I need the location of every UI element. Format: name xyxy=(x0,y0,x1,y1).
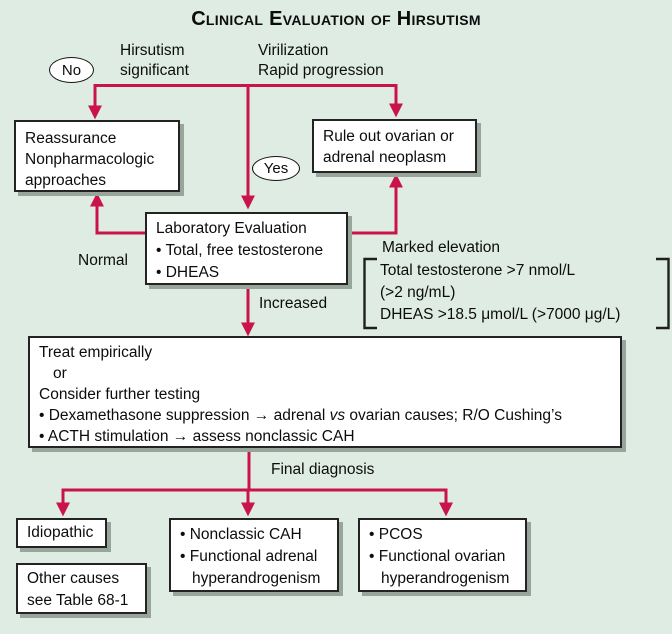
idiopathic-box: Idiopathic xyxy=(16,518,107,548)
flowchart-title: Clinical Evaluation of Hirsutism xyxy=(191,8,481,30)
arrow-marked-elevation-path xyxy=(348,173,403,235)
final-diagnosis-label: Final diagnosis xyxy=(271,461,375,478)
laboratory-box: Laboratory Evaluation • Total, free test… xyxy=(145,212,348,285)
criteria-bracket-left xyxy=(363,257,377,330)
treat-empirically-box: Treat empirically or Consider further te… xyxy=(28,336,622,448)
nonclassic-cah-box: • Nonclassic CAH • Functional adrenal hy… xyxy=(169,518,339,592)
marked-elevation-label: Marked elevation xyxy=(382,239,501,256)
reassurance-box: Reassurance Nonpharmacologic approaches xyxy=(14,120,180,192)
elevation-criteria: Total testosterone >7 nmol/L (>2 ng/mL) … xyxy=(380,262,621,323)
rule-out-box: Rule out ovarian or adrenal neoplasm xyxy=(312,119,477,173)
increased-label: Increased xyxy=(259,295,328,312)
criteria-bracket-right xyxy=(656,257,670,330)
no-oval: No xyxy=(49,57,94,83)
normal-label: Normal xyxy=(78,252,128,269)
branch-label-virilization: Virilization Rapid progression xyxy=(258,42,384,79)
pcos-box: • PCOS • Functional ovarian hyperandroge… xyxy=(358,518,527,592)
arrow-normal-path xyxy=(90,192,145,235)
yes-oval: Yes xyxy=(252,156,300,181)
branch-label-hirsutism: Hirsutism significant xyxy=(120,42,189,79)
other-causes-box: Other causes see Table 68-1 xyxy=(16,563,147,614)
